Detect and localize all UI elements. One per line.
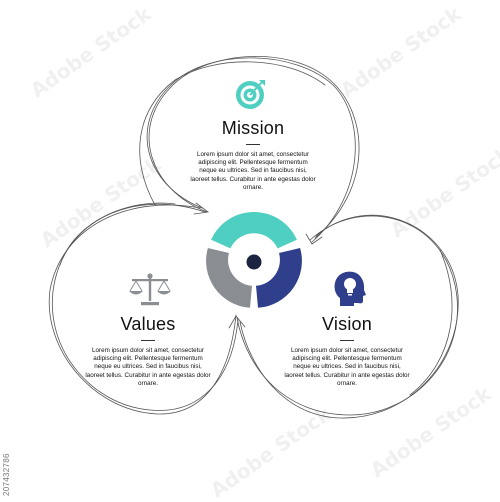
ring-segment-mission [211,211,297,249]
vision-section: Vision Lorem ipsum dolor sit amet, conse… [257,314,437,388]
mission-circle [148,56,360,239]
center-ring [206,211,302,308]
center-dot [246,254,262,270]
arrow-to-center-bottom [228,315,246,329]
values-title: Values [120,314,176,334]
values-divider [141,340,155,341]
vision-title: Vision [322,314,372,334]
mission-title: Mission [221,118,285,138]
sketch-strokes [48,56,459,419]
values-circle-stroke-3 [59,202,176,266]
vision-circle [236,215,458,416]
mission-circle-stroke-2 [146,57,356,243]
vision-circle-stroke-3 [409,249,453,396]
values-circle-stroke-2 [48,204,237,415]
ring-segment-values [206,248,252,308]
mission-divider [246,144,260,145]
values-section: Values Lorem ipsum dolor sit amet, conse… [58,314,238,388]
mission-body: Lorem ipsum dolor sit amet, consectetur … [190,151,316,191]
mission-section: Mission Lorem ipsum dolor sit amet, cons… [163,118,343,192]
mission-circle-stroke-3 [139,61,326,206]
arrow-to-center-top-left [193,202,210,215]
target-icon [236,80,265,109]
arrow-to-center-right [305,233,323,245]
scales-icon [129,273,171,306]
stock-id: 207432786 [2,453,11,496]
ring-segment-vision [256,248,302,308]
vision-divider [340,340,354,341]
vision-body: Lorem ipsum dolor sit amet, consectetur … [284,347,410,387]
values-circle [51,203,239,411]
vision-circle-stroke-2 [239,214,459,419]
values-body: Lorem ipsum dolor sit amet, consectetur … [85,347,211,387]
head-lightbulb-icon [334,271,366,306]
